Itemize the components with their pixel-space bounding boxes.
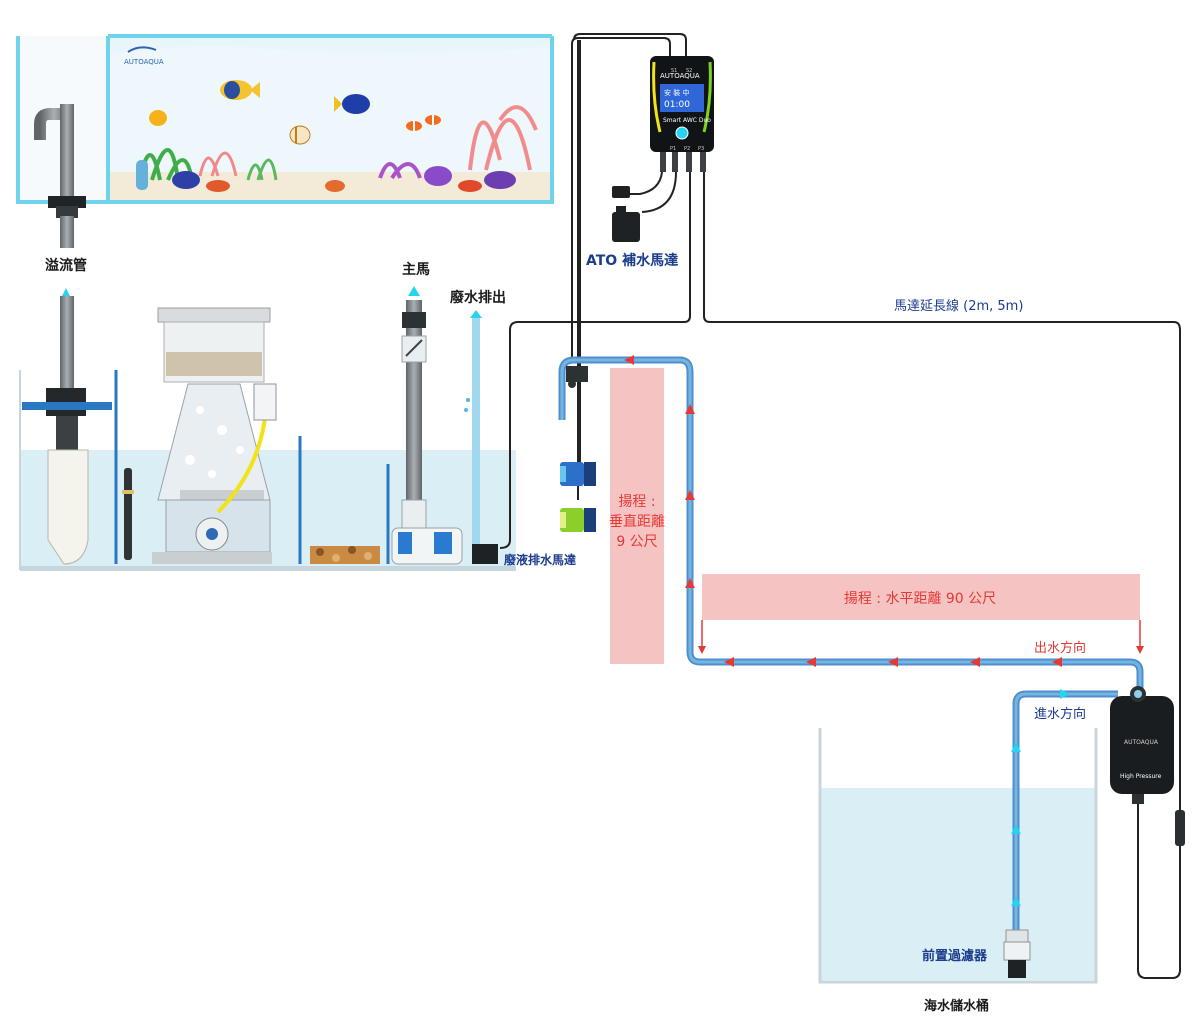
controller-port-s2: S2 [686, 68, 692, 74]
label-inflow-direction: 進水方向 [1034, 706, 1086, 722]
label-prefilter: 前置過濾器 [922, 948, 988, 964]
label-waste-pump: 廢液排水馬達 [504, 552, 576, 567]
flow-arrow-waste [470, 310, 482, 318]
ato-pump [612, 171, 677, 242]
outflow-arrows [624, 355, 1062, 667]
fish-clownfish-1 [406, 121, 422, 131]
fish-clownfish-2 [425, 115, 441, 125]
tank-logo-text: AUTOAQUA [124, 58, 164, 66]
autoaqua-logo: AUTOAQUA [124, 46, 164, 66]
suction-pipe [1012, 690, 1118, 930]
label-head-vertical-2: 垂直距離 [609, 513, 665, 530]
label-waste-outlet: 廢水排出 [450, 289, 506, 306]
pump-brand-text: AUTOAQUA [1124, 739, 1159, 746]
inflow-arrows [1011, 689, 1070, 906]
cable-sensor-2 [573, 33, 687, 56]
overflow-pipe-top [34, 104, 86, 248]
flow-arrow-main-pump [408, 286, 420, 296]
pump-tag-text: High Pressure [1120, 773, 1162, 780]
live-rock-media [310, 546, 380, 564]
prefilter [1003, 929, 1031, 978]
cable-sensor-1 [571, 37, 671, 358]
power-adapter [612, 171, 663, 198]
level-sensor-blue [560, 462, 596, 486]
controller-model-text: Smart AWC Duo [663, 117, 711, 124]
label-ato-pump: ATO 補水馬達 [586, 252, 678, 269]
cable-waste-pump [499, 172, 691, 549]
label-outflow-direction: 出水方向 [1034, 640, 1086, 656]
label-head-horizontal: 揚程 : 水平距離 90 公尺 [844, 590, 996, 607]
label-head-vertical-1: 揚程 : [618, 493, 655, 510]
controller-port-p1: P1 [670, 146, 676, 152]
controller-display-time: 01:00 [664, 100, 690, 110]
horizontal-head-band [702, 574, 1140, 620]
delivery-pipe [558, 356, 1144, 694]
label-extension-cable: 馬達延長線 (2m, 5m) [894, 298, 1023, 314]
main-return-pump [391, 300, 463, 565]
label-head-vertical-3: 9 公尺 [616, 534, 657, 550]
level-sensor-green [560, 508, 596, 532]
vertical-head-band [610, 368, 664, 664]
label-reservoir: 海水儲水桶 [924, 998, 989, 1014]
heater [122, 468, 134, 560]
controller-port-p3: P3 [698, 146, 704, 152]
controller-display-status: 安 裝 中 [664, 88, 689, 97]
controller-port-p2: P2 [684, 146, 690, 152]
fish-yellow [149, 110, 167, 126]
controller-display [660, 84, 704, 112]
display-tank: AUTOAQUA [16, 34, 554, 248]
waste-outlet-pipe [472, 318, 480, 544]
reservoir-tank [818, 728, 1098, 984]
overflow-pipe-sump [22, 296, 112, 565]
waste-pump [472, 544, 498, 564]
controller-button[interactable] [675, 126, 689, 140]
smart-awc-controller[interactable]: AUTOAQUA 安 裝 中 01:00 Smart AWC Duo S1 S2… [650, 56, 714, 172]
controller-port-s1: S1 [671, 68, 677, 74]
protein-skimmer [152, 307, 277, 564]
coral-garden [136, 105, 538, 192]
extension-connector [1175, 810, 1185, 846]
fish-angelfish [220, 80, 260, 100]
fish-blue-tang [334, 94, 370, 114]
label-main-pump: 主馬 [402, 261, 430, 278]
cable-extension [703, 172, 1181, 810]
high-pressure-pump: AUTOAQUA High Pressure [1110, 686, 1174, 804]
controller-logo: AUTOAQUA [660, 72, 700, 80]
flow-arrow-overflow [62, 288, 70, 296]
sump [19, 296, 516, 571]
label-overflow-pipe: 溢流管 [45, 257, 87, 274]
fish-butterfly [289, 125, 311, 145]
